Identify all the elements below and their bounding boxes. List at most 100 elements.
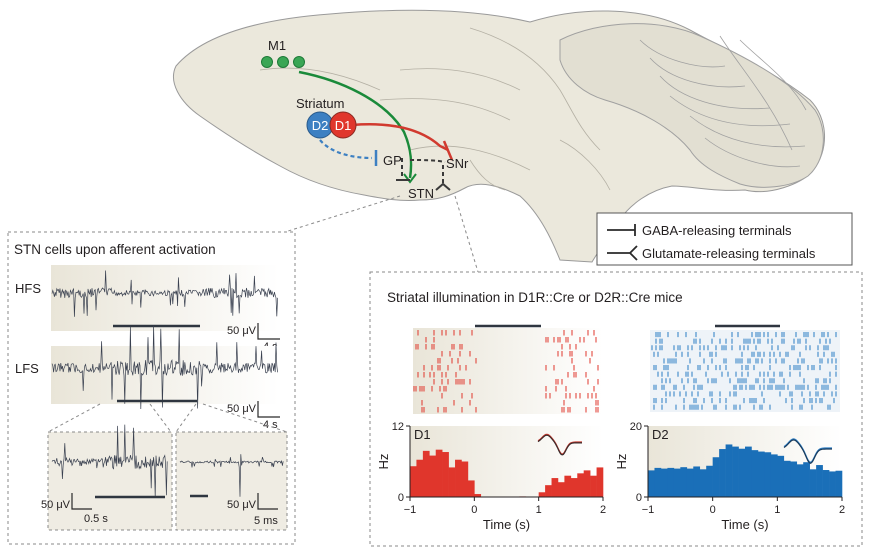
inset2Trace-signal [179,454,284,497]
stn-label: STN [408,186,434,201]
inset1-scale-bar [71,493,92,510]
d1-neuron: D1 [329,111,357,139]
d1-raster-bg [413,328,603,414]
histogram-bar [590,475,597,497]
chart-label: D2 [652,427,669,442]
inset1-frame [47,431,173,531]
hfs-scale-bar [257,323,280,340]
m1-label: M1 [268,38,286,53]
y-tick-label: 0 [636,492,642,504]
histogram-bar [796,464,804,497]
lfs-scale-voltage: 50 μV [227,403,257,415]
inset1-scale-time: 0.5 s [84,513,108,525]
d1-snr-terminal [442,140,454,161]
m1-to-stn-pathway [298,70,413,179]
histogram-bar [570,478,578,497]
inset1-trace [51,424,168,498]
histogram-bar [557,482,565,497]
spike-waveform [537,434,582,456]
brain-illustration [173,9,825,263]
histogram-bar [706,465,713,497]
histogram-bar [660,468,668,497]
histogram-bar [803,462,810,497]
histogram-bar [777,455,785,497]
d1-raster [413,330,599,413]
histogram-bar [455,459,462,497]
snr-label: SNr [446,156,469,171]
lfs-scale-bar [257,401,280,418]
x-tick-label: 1 [536,504,542,516]
y-tick-label: 12 [392,421,404,433]
lfs-trace-bg [51,346,279,404]
cerebellum-folia [639,35,807,168]
histogram-bar [829,471,836,497]
lfs-label: LFS [15,361,39,376]
histogram-bar [699,469,707,497]
histogram-bar [648,470,655,498]
histogram-bar [551,478,559,497]
histogram-bar [783,460,791,497]
brain-internal-lines [259,27,611,191]
histogram-bar [686,468,694,497]
legend-gaba-text: GABA-releasing terminals [642,223,792,238]
histogram-bar [461,461,469,497]
histogram-bar [467,480,475,497]
histogram-bar [673,468,681,497]
gp-label: GP [383,153,402,168]
m1-neurons [261,56,305,68]
hfs-trace [51,270,278,317]
inset1-scale-voltage: 50 μV [41,499,71,511]
histogram-bar [564,475,572,497]
left-panel-title: STN cells upon afferent activation [14,242,216,257]
histogram-bar [757,451,765,497]
basal-ganglia-dashed-connections [401,158,446,186]
histogram-bar [745,446,752,497]
inset2-scale-bar [257,493,278,510]
hfs-scale-voltage: 50 μV [227,325,257,337]
histogram-bar [732,446,739,497]
histogram-bar [816,465,823,497]
y-axis-label: Hz [376,454,391,470]
legend-box: GABA-releasing terminals Glutamate-relea… [596,212,853,266]
histogram-bar [416,459,424,497]
histogram-bar [725,444,733,497]
right-panel: Striatal illumination in D1R::Cre or D2R… [369,271,863,547]
striatum-label: Striatum [296,96,344,111]
y-tick-label: 0 [398,492,404,504]
stn-snr-terminal [435,182,451,191]
cerebellum [559,23,824,188]
x-axis-label: Time (s) [721,517,768,532]
inset-zoom-lines [47,403,288,433]
histogram-bar [667,467,675,497]
histogram-bar [764,452,772,497]
x-tick-label: 2 [600,504,606,516]
glutamate-terminal-icon [607,245,638,261]
y-tick-label: 20 [630,421,642,433]
lfs-scale-time: 4 s [263,419,278,431]
right-panel-title: Striatal illumination in D1R::Cre or D2R… [387,290,683,305]
d2-raster [651,332,837,410]
histogram-bar [545,485,552,497]
histogram-bar [442,452,449,497]
d1-to-snr-pathway [351,123,449,152]
histogram-bar [680,467,688,497]
histogram-bar [596,467,604,497]
inset2-scale-time: 5 ms [254,515,278,527]
histogram-bar [429,455,437,497]
histogram-bar [410,466,417,497]
left-panel: STN cells upon afferent activation HFS L… [7,231,296,545]
legend-glutamate-text: Glutamate-releasing terminals [642,246,816,261]
lfs-trace [51,325,278,410]
hfsTrace-signal [51,270,278,317]
histogram-bar [822,470,830,497]
x-tick-label: 0 [710,504,716,516]
histogram-bar [712,457,720,497]
inset2-scale-voltage: 50 μV [227,499,257,511]
histogram-bar [448,467,456,497]
x-tick-label: −1 [642,504,655,516]
chart-label: D1 [414,427,431,442]
inset2-frame [175,431,288,531]
